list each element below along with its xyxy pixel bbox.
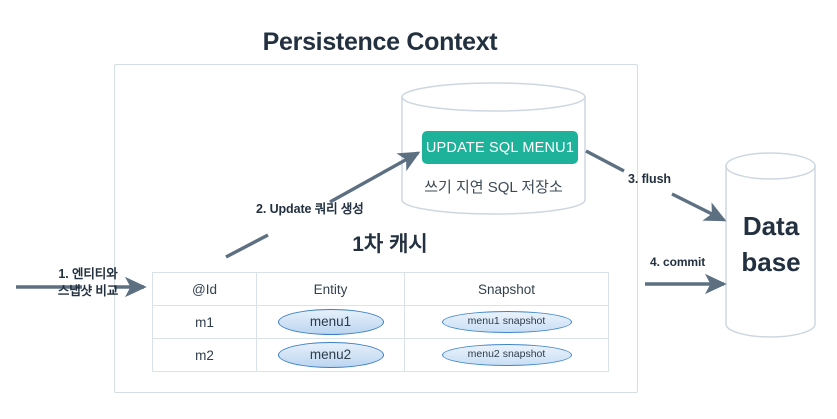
first-level-cache-table: @Id Entity Snapshot m1 menu1 menu1 snaps… [152, 272, 609, 372]
table-row: m2 menu2 menu2 snapshot [152, 338, 609, 372]
snapshot-ellipse: menu2 snapshot [441, 344, 572, 366]
column-header-id: @Id [152, 272, 257, 306]
database-label-line1: Data [742, 211, 800, 241]
cell-snapshot: menu1 snapshot [404, 305, 609, 339]
step1-label-line1: 1. 엔티티와 [58, 267, 118, 281]
cell-id: m2 [152, 338, 257, 372]
step3-label: 3. flush [628, 172, 671, 186]
cell-entity: menu2 [256, 338, 405, 372]
table-header-row: @Id Entity Snapshot [152, 272, 609, 306]
entity-ellipse: menu1 [277, 309, 384, 335]
page-title: Persistence Context [262, 28, 498, 56]
step2-label: 2. Update 쿼리 생성 [256, 202, 364, 216]
step4-label: 4. commit [650, 255, 706, 269]
table-row: m1 menu1 menu1 snapshot [152, 305, 609, 339]
column-header-snapshot: Snapshot [404, 272, 609, 306]
column-header-entity: Entity [256, 272, 405, 306]
entity-ellipse: menu2 [277, 342, 384, 368]
database-label-line2: base [741, 247, 801, 277]
cell-id: m1 [152, 305, 257, 339]
cell-entity: menu1 [256, 305, 405, 339]
step1-label-line2: 스냅샷 비교 [57, 284, 119, 298]
sql-store-caption: 쓰기 지연 SQL 저장소 [424, 179, 563, 196]
database-label: Data base [726, 208, 816, 280]
first-level-cache-title: 1차 캐시 [352, 233, 428, 256]
update-sql-chip[interactable]: UPDATE SQL MENU1 [422, 131, 578, 164]
step1-label: 1. 엔티티와 스냅샷 비교 [32, 266, 144, 300]
cell-snapshot: menu2 snapshot [404, 338, 609, 372]
snapshot-ellipse: menu1 snapshot [441, 311, 572, 333]
